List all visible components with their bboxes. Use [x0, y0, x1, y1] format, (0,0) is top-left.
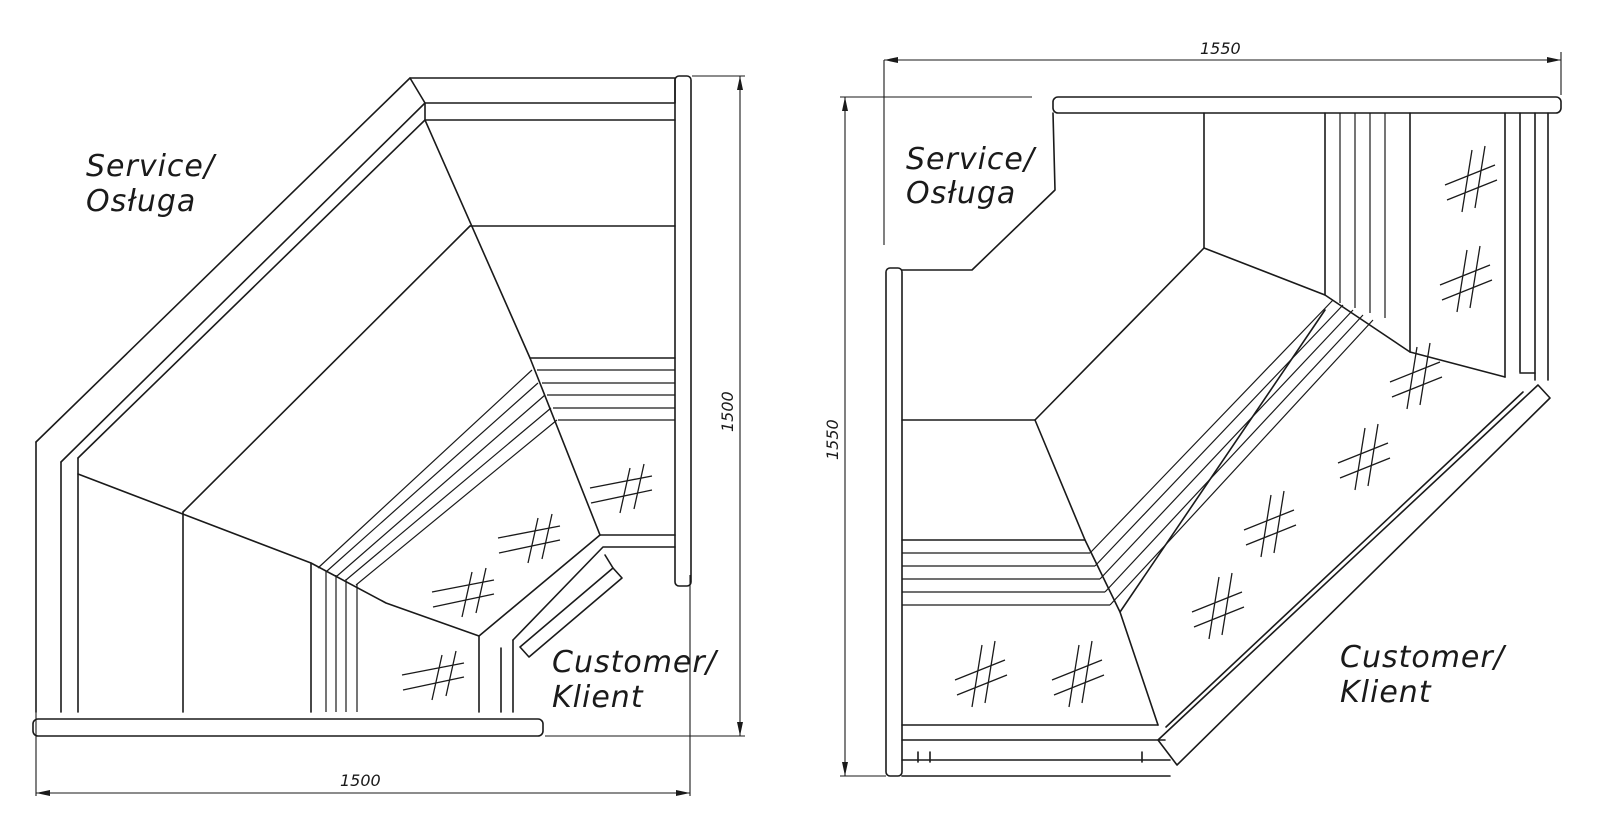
- left-customer-label: Customer/: [552, 645, 719, 680]
- right-width-value: 1550: [1200, 39, 1241, 58]
- left-base-plate: [32, 718, 544, 737]
- right-bottom-rails: [901, 724, 1171, 777]
- left-front-guard: [519, 567, 623, 658]
- right-top-plate: [1052, 96, 1562, 114]
- right-service-label-pl: Osługa: [906, 176, 1016, 211]
- left-width-value: 1500: [340, 771, 381, 790]
- left-glass-hatch: [401, 463, 653, 701]
- left-height-dimension: [545, 75, 745, 737]
- right-width-dimension: [883, 52, 1562, 245]
- left-right-post: [674, 75, 692, 587]
- left-width-dimension: [35, 575, 691, 796]
- left-service-label: Service/: [86, 149, 217, 184]
- right-service-label: Service/: [906, 142, 1037, 177]
- right-customer-label-pl: Klient: [1340, 675, 1432, 710]
- left-service-label-pl: Osługa: [86, 184, 196, 219]
- left-frame-inner-edge: [35, 441, 62, 713]
- right-corner-counter: Service/ Osługa Customer/ Klient 1550 15…: [823, 39, 1562, 777]
- right-front-guard: [1157, 384, 1551, 766]
- right-height-dimension: [840, 96, 886, 777]
- right-customer-label: Customer/: [1340, 640, 1507, 675]
- right-left-post: [885, 267, 903, 777]
- left-height-value: 1500: [718, 391, 737, 432]
- right-height-value: 1550: [823, 419, 842, 460]
- left-corner-counter: Service/ Osługa Customer/ Klient 1500 15…: [32, 75, 745, 796]
- right-glass-hatch: [954, 145, 1498, 708]
- left-customer-label-pl: Klient: [552, 680, 644, 715]
- left-outer-frame: [35, 77, 676, 463]
